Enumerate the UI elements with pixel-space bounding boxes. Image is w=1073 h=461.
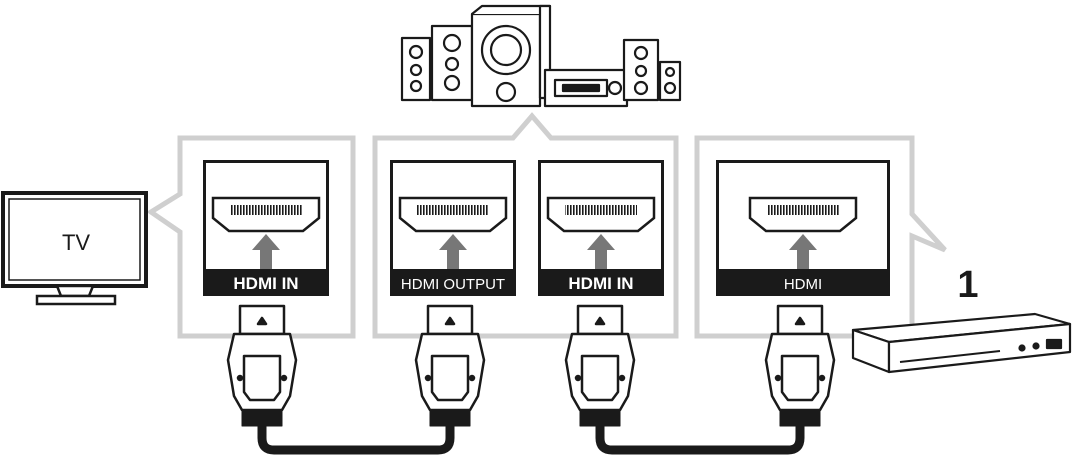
hdmi-plug: [764, 304, 836, 427]
port-label: HDMI IN: [233, 274, 298, 293]
hdmi-cable: [595, 418, 805, 455]
player-callout-frame: [694, 135, 947, 339]
insert-arrow-icon: [439, 234, 467, 269]
hdmi-port-icon: [748, 196, 858, 233]
hdmi-cable: [257, 418, 455, 455]
port-label: HDMI OUTPUT: [401, 276, 505, 293]
disc-player-illustration: [851, 312, 1072, 374]
port-panel: HDMI IN: [538, 160, 664, 296]
port-panel: HDMI IN: [203, 160, 329, 296]
hdmi-plug: [226, 304, 298, 427]
insert-arrow-icon: [789, 234, 817, 269]
tv-illustration: TV: [1, 191, 148, 306]
hdmi-port-icon: [398, 196, 508, 233]
tv-callout-frame: [146, 135, 356, 339]
port-panel: HDMI OUTPUT: [390, 160, 516, 296]
hdmi-port-icon: [546, 196, 656, 233]
insert-arrow-icon: [587, 234, 615, 269]
hdmi-plug: [564, 304, 636, 427]
hdmi-port-icon: [211, 196, 321, 233]
insert-arrow-icon: [252, 234, 280, 269]
step-number-label: 1: [957, 264, 978, 306]
home-theater-speakers-illustration: [400, 4, 682, 108]
port-label: HDMI: [784, 276, 822, 293]
port-panel: HDMI: [716, 160, 890, 296]
tv-label: TV: [62, 230, 90, 255]
hdmi-plug: [414, 304, 486, 427]
port-label: HDMI IN: [568, 274, 633, 293]
